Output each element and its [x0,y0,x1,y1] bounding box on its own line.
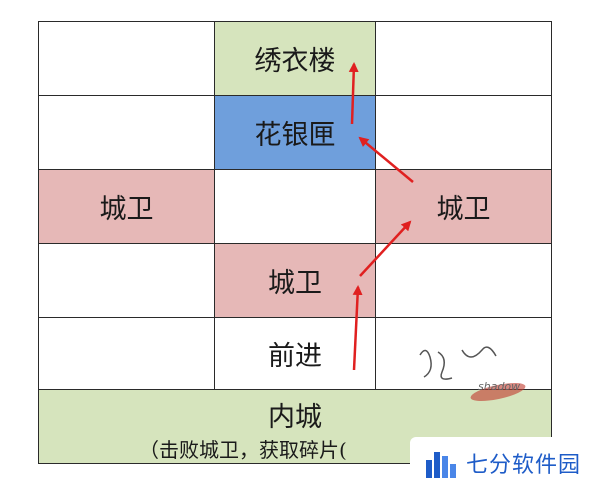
cell-r4-center-label: 城卫 [268,268,322,299]
cell-r2-right [375,95,552,170]
cell-r1-left [38,21,215,96]
site-logo-icon [426,452,456,478]
inner-city-title: 内城 [268,402,322,433]
cell-r3-left: 城卫 [38,169,215,244]
cell-r5-left [38,317,215,390]
cell-r3-right-label: 城卫 [436,194,491,225]
cell-r1-center-label: 绣衣楼 [254,46,336,77]
cell-r4-center: 城卫 [214,243,376,318]
cell-r2-center-label: 花银匣 [254,120,336,151]
cell-r2-left [38,95,215,170]
cell-r3-center [214,169,376,244]
cell-r1-right [375,21,552,96]
watermark-text: shadow [478,380,521,393]
cell-r4-left [38,243,215,318]
site-badge-text: 七分软件园 [466,452,582,477]
inner-city-subtitle: （击败城卫，获取碎片( [139,438,347,462]
cell-r1-center: 绣衣楼 [214,21,376,96]
cell-r5-center: 前进 [214,317,376,390]
cell-r2-center: 花银匣 [214,95,376,170]
cell-r3-left-label: 城卫 [99,194,154,225]
cell-r4-right [375,243,552,318]
cell-r5-right [375,317,552,390]
cell-r5-center-label: 前进 [268,341,322,372]
inner-city-cell: 内城 （击败城卫，获取碎片( [38,389,552,464]
site-badge: 七分软件园 [410,437,600,489]
cell-r3-right: 城卫 [375,169,552,244]
